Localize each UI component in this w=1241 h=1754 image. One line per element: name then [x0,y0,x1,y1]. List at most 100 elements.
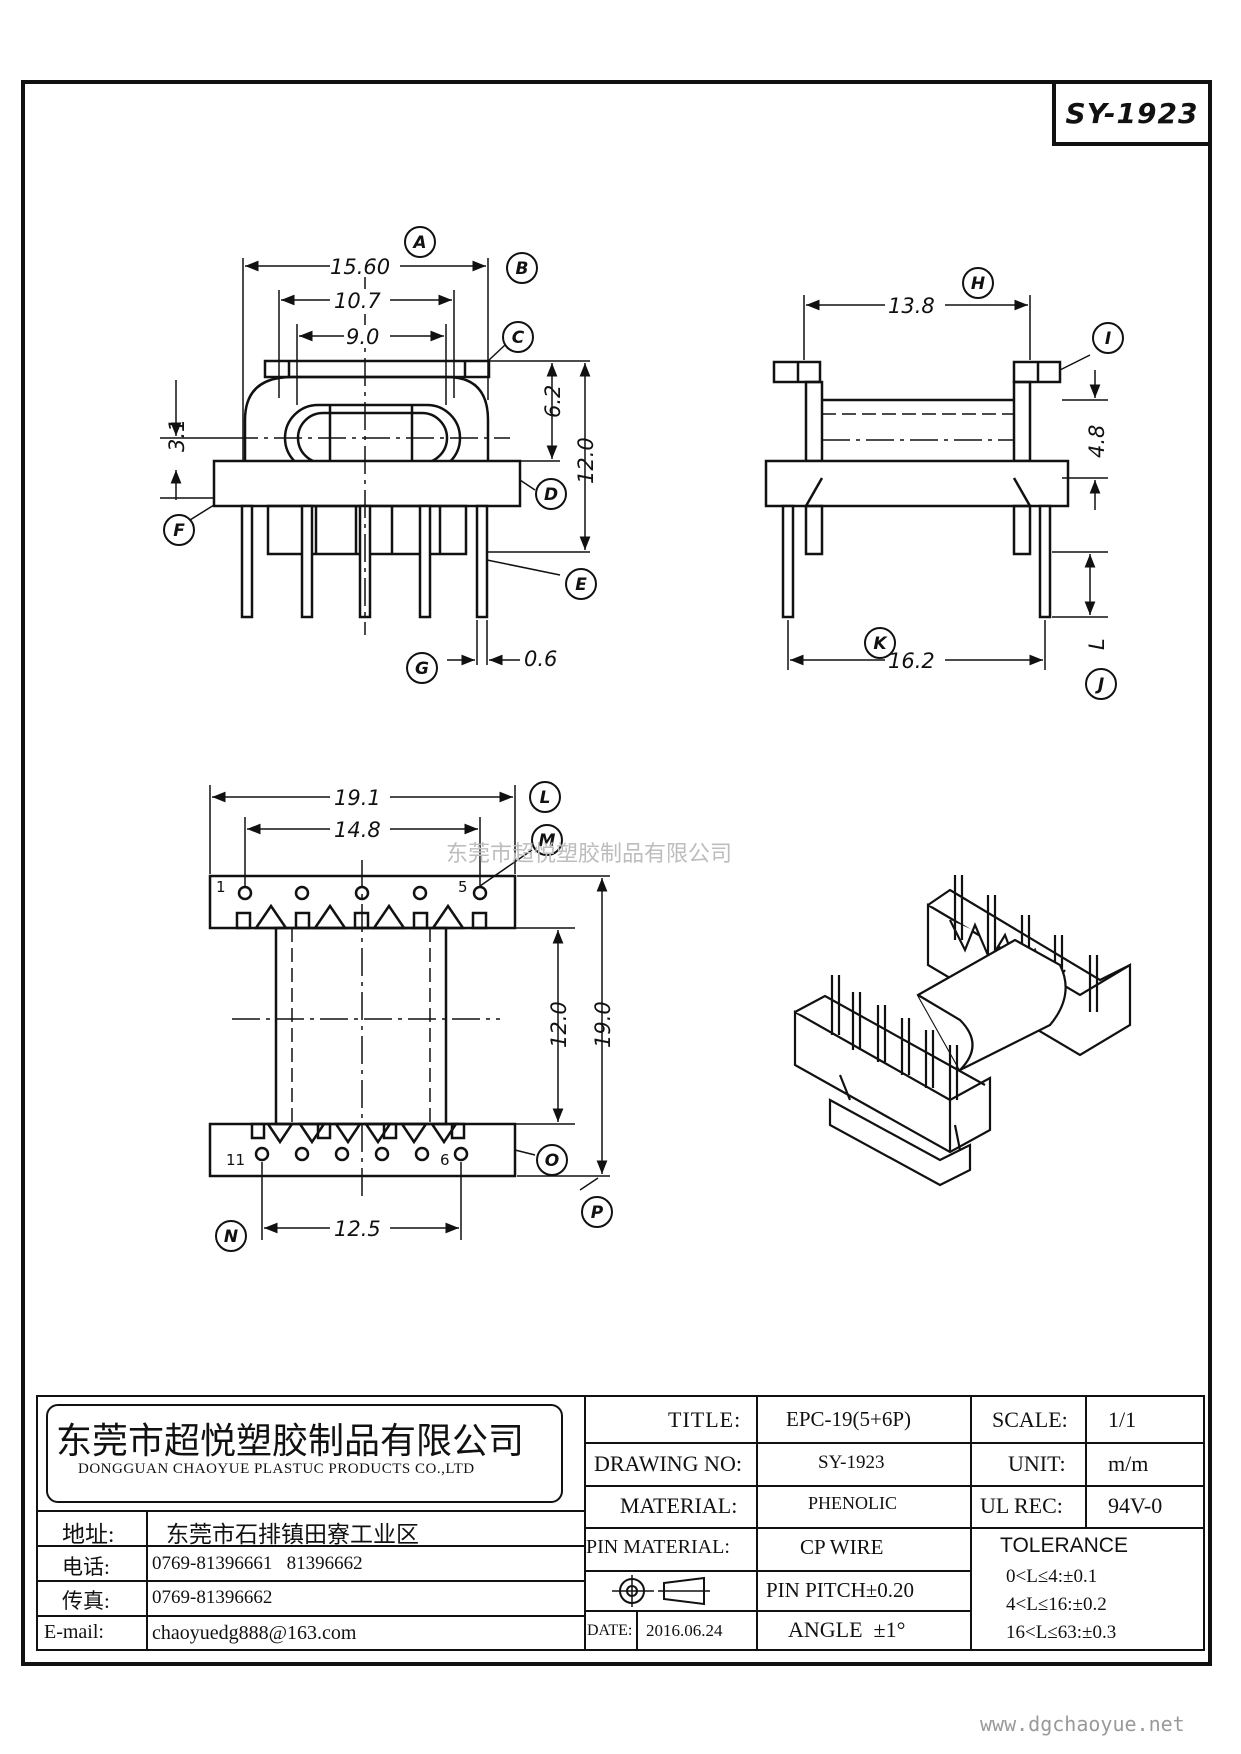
dim-b: 10.7 [334,289,381,313]
angle-tolerance: ANGLE ±1° [788,1617,906,1642]
tb-line [36,1580,584,1582]
tb-line [584,1442,1205,1444]
company-name-en: DONGGUAN CHAOYUE PLASTUC PRODUCTS CO.,LT… [78,1461,475,1477]
unit-value: m/m [1108,1451,1149,1476]
pin-material-value: CP WIRE [800,1535,884,1559]
callout-a: A [404,226,436,258]
dim-l: L [1085,638,1109,650]
front-dimension-labels: 15.60 10.7 9.0 6.2 12.0 3.1 0.6 [165,255,598,671]
svg-text:N: N [224,1227,238,1247]
svg-text:I: I [1105,329,1111,349]
email-value: chaoyuedg888@163.com [152,1622,357,1644]
drawing-code-box: SY-1923 [1052,80,1212,146]
email-label: E-mail: [44,1621,104,1643]
callout-c: C [502,321,534,353]
callout-o: O [536,1144,568,1176]
address-value: 东莞市石排镇田寮工业区 [166,1522,419,1547]
title-value: EPC-19(5+6P) [786,1407,912,1431]
callout-h: H [962,267,994,299]
svg-text:C: C [512,328,525,348]
tb-line [584,1610,970,1612]
tb-line [584,1527,1205,1529]
svg-text:J: J [1095,675,1104,695]
callout-l: L [529,781,561,813]
tb-line [36,1545,584,1547]
phone-label: 电话: [62,1555,110,1579]
drawing-no-value: SY-1923 [818,1452,885,1473]
callout-b: B [506,252,538,284]
callout-k: K [864,627,896,659]
callout-g: G [406,652,438,684]
tb-line [756,1395,758,1651]
tb-line [36,1615,584,1617]
bottom-view [208,785,610,1240]
drawing-code: SY-1923 [1065,96,1199,130]
drawing-no-label: DRAWING NO: [594,1451,742,1476]
pin-label-6: 6 [440,1151,450,1169]
isometric-view [793,875,1132,1187]
scale-label: SCALE: [992,1407,1068,1432]
svg-text:B: B [516,259,529,279]
tb-line [584,1570,970,1572]
bottom-dimension-labels: 19.1 14.8 12.0 19.0 12.5 1 5 11 6 [216,786,615,1241]
dim-16-2: 16.2 [888,649,935,673]
svg-text:D: D [544,485,558,505]
company-logo-box [46,1404,563,1503]
pin-label-11: 11 [226,1151,245,1169]
dim-a: 15.60 [330,255,390,279]
svg-text:K: K [873,634,888,654]
dim-19-0: 19.0 [591,1001,615,1048]
dim-3-1: 3.1 [165,419,189,452]
drawing-frame [21,80,1212,1666]
callout-p: P [581,1196,613,1228]
material-label: MATERIAL: [620,1493,738,1518]
svg-text:H: H [971,274,985,294]
svg-text:G: G [415,659,429,679]
front-view [160,258,591,666]
dim-12-5: 12.5 [334,1217,381,1241]
pin-pitch: PIN PITCH±0.20 [766,1578,915,1602]
tb-line [636,1610,638,1651]
svg-text:A: A [411,233,426,253]
ul-label: UL REC: [980,1493,1063,1518]
dim-c: 9.0 [346,325,379,349]
fax-value: 0769-81396662 [152,1587,273,1608]
scale-value: 1/1 [1108,1407,1137,1432]
pin-label-5: 5 [458,878,468,896]
material-value: PHENOLIC [808,1493,897,1513]
pin-label-1: 1 [216,878,226,896]
callout-n: N [215,1220,247,1252]
tolerance-row-1: 0<L≤4:±0.1 [1006,1566,1098,1587]
callout-e: E [565,568,597,600]
watermark: 东莞市超悦塑胶制品有限公司 [446,842,733,867]
svg-text:L: L [540,788,551,808]
tb-line [146,1510,148,1651]
unit-label: UNIT: [1008,1451,1066,1476]
callout-f: F [163,514,195,546]
callout-d: D [535,478,567,510]
address-label: 地址: [62,1522,115,1547]
fax-label: 传真: [62,1589,110,1613]
svg-text:E: E [575,575,587,595]
tb-line [1085,1395,1087,1527]
projection-symbol-icon [612,1575,710,1607]
date-value: 2016.06.24 [646,1621,723,1640]
side-view [764,295,1108,670]
tolerance-row-2: 4<L≤16:±0.2 [1006,1594,1107,1615]
dim-4-8: 4.8 [1085,425,1109,458]
dim-12-0-front: 12.0 [574,437,598,484]
callouts: A B C D E F G H I J K L M N O P [163,226,1124,1252]
ul-value: 94V-0 [1108,1493,1163,1518]
tolerance-row-3: 16<L≤63:±0.3 [1006,1622,1117,1643]
dim-13-8: 13.8 [888,294,935,318]
dim-14-8: 14.8 [334,818,381,842]
svg-text:M: M [539,831,556,851]
dim-6-2: 6.2 [541,385,565,418]
pin-material-label: PIN MATERIAL: [586,1536,730,1558]
tb-line [584,1395,586,1651]
date-label: DATE: [587,1622,633,1639]
title-label: TITLE: [668,1407,742,1432]
tolerance-label: TOLERANCE [1000,1534,1128,1557]
svg-text:F: F [173,521,185,541]
